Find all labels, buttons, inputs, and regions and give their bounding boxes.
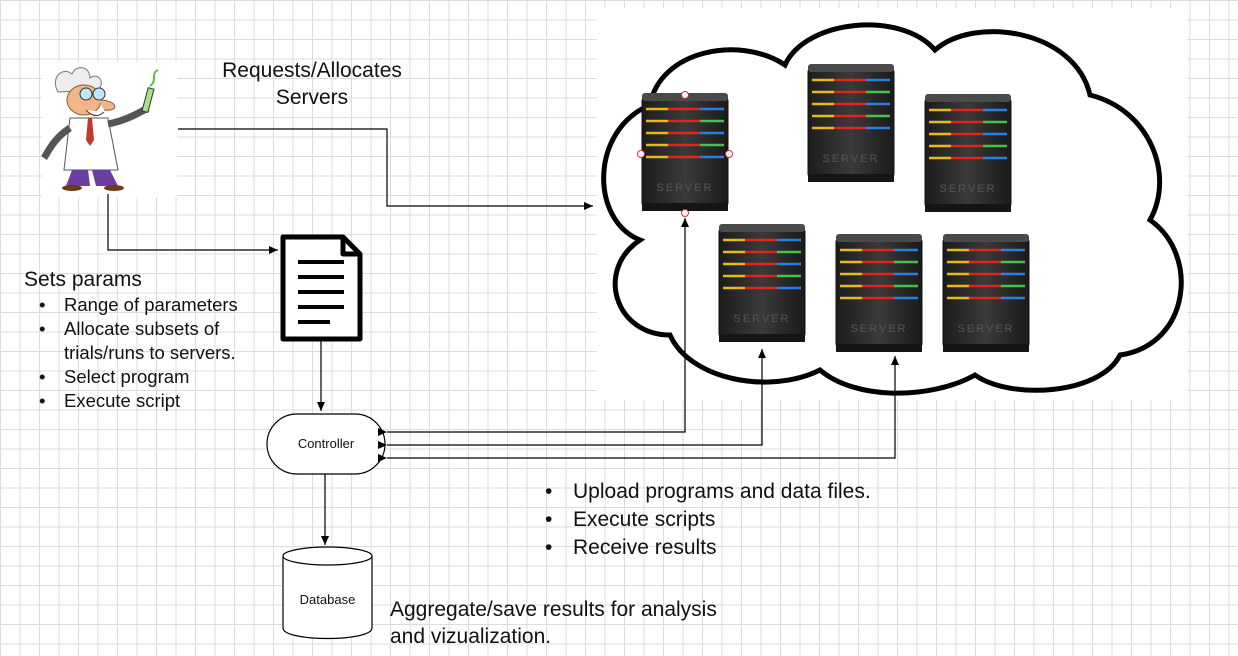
document-icon [280,234,363,342]
requests-label-line1: Requests/Allocates [222,59,402,82]
actions-block: Upload programs and data files. Execute … [543,478,871,562]
params-item: Select program [24,365,238,389]
params-item-continuation-text: trials/runs to servers. [64,342,236,363]
database-node [282,546,373,640]
server-icon [806,62,896,184]
mad-scientist-icon [41,62,177,197]
params-block: Sets params Range of parameters Allocate… [24,266,238,413]
database-label: Database [299,592,356,607]
controller-label: Controller [297,436,355,451]
aggregate-line1: Aggregate/save results for analysis [390,598,717,621]
server-icon [834,232,924,354]
actions-list: Upload programs and data files. Execute … [543,478,871,562]
params-item: Execute script [24,389,238,413]
requests-label-line2: Servers [275,86,349,109]
params-title: Sets params [24,268,142,291]
server-icon [640,91,730,213]
params-list: Range of parameters Allocate subsets of … [24,293,238,413]
connector-server5-controller [378,356,899,462]
params-item: Range of parameters [24,293,238,317]
actions-item: Upload programs and data files. [543,478,871,506]
actions-item: Execute scripts [543,506,871,534]
params-item: Allocate subsets of [24,317,238,341]
aggregate-label: Aggregate/save results for analysis and … [390,596,717,650]
server-icon [941,232,1031,354]
actions-item: Receive results [543,534,871,562]
requests-label: Requests/Allocates Servers [212,57,412,111]
server-icon [923,92,1013,214]
aggregate-line2: and vizualization. [390,625,552,648]
connector-scientist-document [107,194,278,254]
selection-handles [637,91,733,217]
params-item-continuation: trials/runs to servers. [24,341,238,365]
server-icon [717,222,807,344]
connector-scientist-cloud [178,128,593,210]
